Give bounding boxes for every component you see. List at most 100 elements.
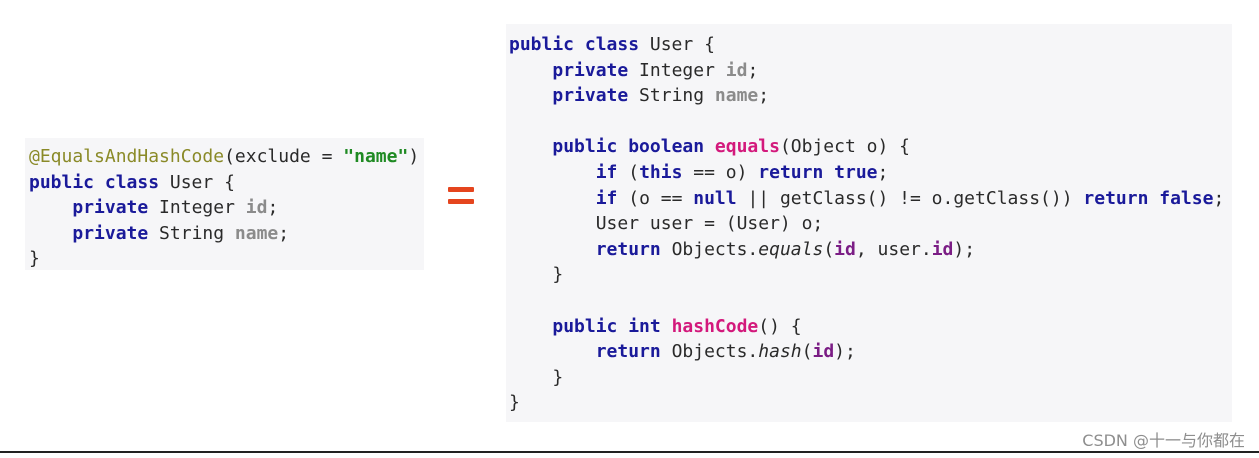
- equals-bar-bottom: [448, 199, 474, 204]
- code-token: [661, 316, 672, 337]
- code-token: return: [595, 238, 661, 260]
- code-token: ;: [1213, 187, 1225, 209]
- code-token: [509, 60, 552, 81]
- code-line: public boolean equals(Object o) {: [509, 134, 1232, 160]
- code-token: private: [72, 222, 149, 244]
- code-token: ;: [267, 197, 279, 219]
- code-token: }: [29, 248, 40, 270]
- code-token: String: [148, 222, 235, 244]
- code-token: public class: [29, 171, 160, 193]
- code-line: return Objects.hash(id);: [509, 339, 1232, 365]
- code-token: ): [408, 146, 420, 167]
- left-code-block: @EqualsAndHashCode(exclude = "name")publ…: [25, 138, 424, 270]
- code-line: private String name;: [29, 221, 424, 247]
- code-token: "name": [343, 146, 409, 167]
- code-line: [509, 109, 1232, 135]
- code-token: private: [72, 197, 149, 219]
- code-token: name: [714, 85, 759, 107]
- code-line: }: [509, 262, 1232, 288]
- code-token: hash: [758, 341, 802, 363]
- code-token: [509, 239, 596, 260]
- code-token: ;: [758, 85, 770, 107]
- code-token: equals: [714, 136, 780, 158]
- bottom-divider: [0, 451, 1259, 453]
- code-line: private Integer id;: [509, 58, 1232, 84]
- code-line: User user = (User) o;: [509, 211, 1232, 237]
- code-token: (: [823, 238, 835, 260]
- code-token: hashCode: [671, 315, 759, 337]
- code-token: if: [595, 187, 618, 209]
- code-token: private: [552, 59, 629, 81]
- code-token: return: [595, 341, 661, 363]
- code-token: id: [245, 197, 268, 219]
- code-token: id: [931, 238, 954, 260]
- code-token: return true: [758, 161, 878, 183]
- code-line: if (o == null || getClass() != o.getClas…: [509, 186, 1232, 212]
- code-token: == o): [682, 161, 759, 183]
- code-token: }: [509, 366, 564, 388]
- code-token: (: [801, 341, 813, 363]
- equals-sign-icon: [448, 187, 474, 205]
- code-token: || getClass() != o.getClass()): [736, 187, 1084, 209]
- code-line: if (this == o) return true;: [509, 160, 1232, 186]
- code-token: [509, 85, 552, 106]
- code-token: String: [628, 85, 715, 107]
- code-token: (: [617, 161, 640, 183]
- code-token: Integer: [148, 197, 246, 219]
- code-token: Integer: [628, 59, 726, 81]
- code-line: }: [509, 390, 1232, 416]
- code-token: if: [595, 161, 618, 183]
- code-line: @EqualsAndHashCode(exclude = "name"): [29, 144, 424, 170]
- code-token: User {: [639, 34, 715, 55]
- code-token: [29, 197, 72, 218]
- code-token: [509, 188, 596, 209]
- code-line: public int hashCode() {: [509, 314, 1232, 340]
- code-token: private: [552, 85, 629, 107]
- code-token: id: [834, 238, 856, 260]
- code-token: [509, 316, 552, 337]
- code-token: id: [725, 59, 748, 81]
- equals-bar-top: [448, 187, 474, 192]
- code-token: public class: [509, 34, 640, 55]
- code-line: private String name;: [509, 83, 1232, 109]
- code-token: ;: [747, 59, 759, 81]
- code-line: return Objects.equals(id, user.id);: [509, 237, 1232, 263]
- code-token: , user.: [855, 238, 932, 260]
- code-line: public class User {: [29, 170, 424, 196]
- code-token: @EqualsAndHashCode: [29, 146, 225, 167]
- code-token: );: [834, 341, 856, 363]
- code-token: [509, 162, 596, 183]
- code-token: (o ==: [617, 187, 694, 209]
- code-token: [509, 341, 596, 362]
- code-line: }: [509, 365, 1232, 391]
- code-token: );: [953, 238, 976, 260]
- code-token: (Object o) {: [779, 136, 910, 158]
- code-token: User {: [159, 171, 235, 193]
- code-token: public boolean: [552, 136, 705, 158]
- right-code-block: public class User { private Integer id; …: [506, 24, 1232, 422]
- code-token: id: [812, 341, 835, 363]
- code-token: Objects.: [660, 238, 759, 260]
- code-token: public int: [552, 315, 661, 337]
- code-token: User user = (User) o;: [509, 213, 824, 235]
- code-token: [704, 136, 715, 157]
- code-token: equals: [758, 238, 824, 260]
- code-token: }: [509, 392, 520, 414]
- code-line: public class User {: [509, 32, 1232, 58]
- code-token: null: [693, 187, 737, 209]
- code-token: ;: [278, 222, 290, 244]
- code-token: name: [234, 222, 279, 244]
- code-token: ;: [877, 161, 889, 183]
- code-line: }: [29, 246, 424, 272]
- code-line: private Integer id;: [29, 195, 424, 221]
- watermark-text: CSDN @十一与你都在: [1082, 431, 1245, 450]
- code-token: }: [509, 264, 564, 286]
- code-token: Objects.: [660, 341, 759, 363]
- code-token: () {: [758, 315, 802, 337]
- code-token: (exclude =: [224, 146, 344, 167]
- code-line: [509, 288, 1232, 314]
- code-token: return false: [1083, 187, 1214, 209]
- code-token: [29, 223, 72, 244]
- code-token: [509, 136, 552, 157]
- code-token: this: [639, 161, 683, 183]
